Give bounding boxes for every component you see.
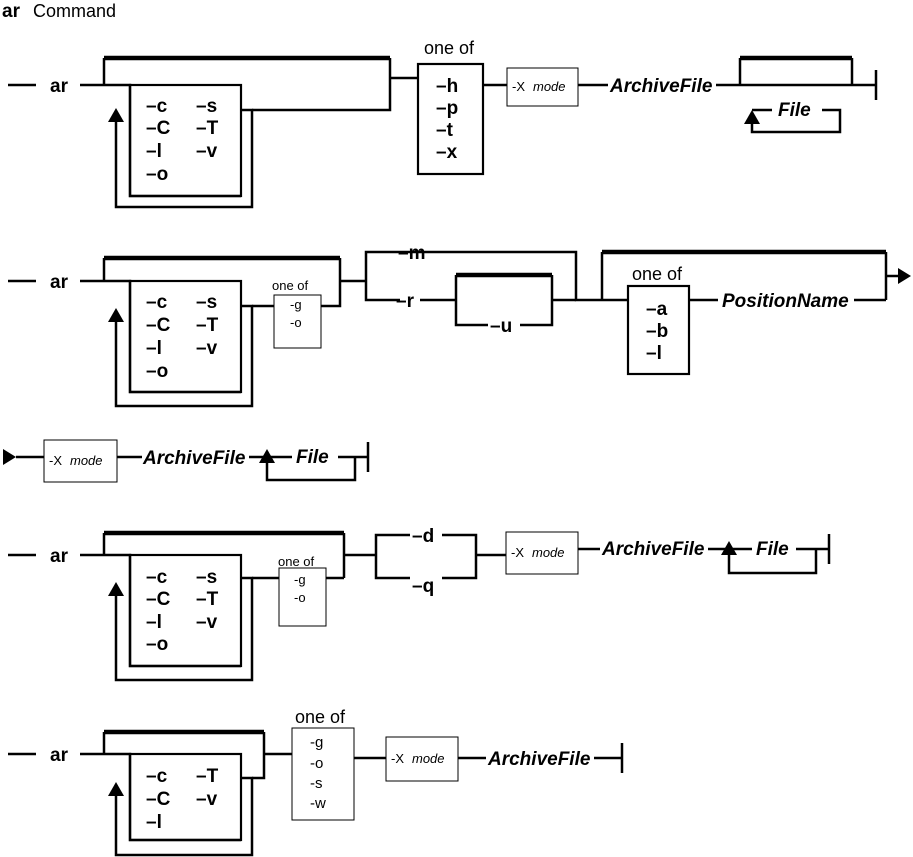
diagram-4-flag-l: –l	[146, 812, 162, 833]
diagram-4-opt-w: -w	[310, 795, 326, 812]
diagram-3-flag-l: –l	[146, 612, 162, 633]
diagram-4-archive-file: ArchiveFile	[487, 749, 591, 770]
diagram-2-flag-u: –u	[490, 316, 512, 337]
diagram-3-x-mode: mode	[532, 545, 565, 560]
diagram-3-one-of-label: one of	[278, 554, 315, 569]
diagram-header: ar Command	[2, 1, 116, 22]
diagram-3-flag-q: –q	[412, 576, 434, 597]
diagram-1-x-mode: mode	[533, 79, 566, 94]
diagram-2-flag-T: –T	[196, 315, 219, 336]
diagram-2-continuation-arrow-icon	[3, 449, 16, 465]
diagram-1-archive-file: ArchiveFile	[609, 76, 713, 97]
header-command-label: Command	[33, 1, 116, 21]
diagram-2c-file-repeat-arrow-icon	[259, 449, 275, 463]
diagram-3-flag-C: –C	[146, 589, 171, 610]
diagram-4-ar-keyword: ar	[50, 745, 69, 766]
diagram-4-opt-g: -g	[310, 734, 323, 751]
diagram-3-repeat-arrow-icon	[108, 582, 124, 596]
diagram-2-flag-v: –v	[196, 338, 218, 359]
diagram-2-position-name: PositionName	[722, 291, 849, 312]
diagram-1-ar-keyword: ar	[50, 76, 69, 97]
diagram-1-one-of-label: one of	[424, 38, 475, 58]
diagram-1-flag-p: –p	[436, 98, 458, 119]
diagram-2-flag-l: –l	[146, 338, 162, 359]
diagram-3-x-flag: -X	[511, 545, 524, 560]
diagram-3-file-repeat-arrow-icon	[721, 541, 737, 555]
diagram-1-repeat-arrow-icon	[108, 108, 124, 122]
diagram-4-opt-s: -s	[310, 775, 323, 792]
diagram-4-flag-c: –c	[146, 766, 168, 787]
diagram-1-flag-s: –s	[196, 96, 217, 117]
diagram-1-flag-t: –t	[436, 120, 454, 141]
diagram-2-flag-a: –a	[646, 299, 668, 320]
diagram-2-one-of-label: one of	[272, 278, 309, 293]
diagram-2-flag-c: –c	[146, 292, 168, 313]
diagram-2-flag-o: –o	[146, 361, 168, 382]
diagram-1-flag-h: –h	[436, 76, 458, 97]
header-command-name: ar	[2, 1, 21, 22]
diagram-1-flag-o: –o	[146, 164, 168, 185]
diagram-4-flag-v: –v	[196, 789, 218, 810]
diagram-1-flag-x: –x	[436, 142, 458, 163]
diagram-3-file: File	[756, 539, 789, 560]
diagram-3-flag-d: –d	[412, 526, 434, 547]
diagram-2-position-one-of-label: one of	[632, 264, 683, 284]
diagram-1-flag-l: –l	[146, 141, 162, 162]
diagram-3-flag-o: –o	[146, 634, 168, 655]
diagram-2-flag-m: –m	[398, 243, 425, 264]
diagram-1-flag-c: –c	[146, 96, 168, 117]
diagram-3-opt-o: -o	[294, 590, 306, 605]
diagram-2-flag-l2: –l	[646, 343, 662, 364]
syntax-diagram-1: ar –c –C –l –o –s –T –v one of –h –p –t …	[8, 38, 878, 209]
diagram-2c-x-flag: -X	[49, 453, 62, 468]
diagram-4-flag-C: –C	[146, 789, 171, 810]
diagram-2-flag-r: –r	[396, 291, 415, 312]
diagram-2c-file: File	[296, 447, 329, 468]
diagram-1-flag-T: –T	[196, 118, 219, 139]
diagram-2-continue-arrow-icon	[898, 268, 911, 284]
diagram-3-flag-s: –s	[196, 567, 217, 588]
diagram-4-one-of-label: one of	[295, 707, 346, 727]
diagram-2c-archive-file: ArchiveFile	[142, 448, 246, 469]
diagram-2-ar-keyword: ar	[50, 272, 69, 293]
diagram-1-x-flag: -X	[512, 79, 525, 94]
diagram-2c-x-mode: mode	[70, 453, 103, 468]
diagram-1-flag-v: –v	[196, 141, 218, 162]
syntax-diagram-4: ar –c –C –l –T –v one of -g -o -s -w -X …	[8, 707, 624, 857]
diagram-3-flag-T: –T	[196, 589, 219, 610]
diagram-2-flag-C: –C	[146, 315, 171, 336]
diagram-2-flag-s: –s	[196, 292, 217, 313]
diagram-3-opt-g: -g	[294, 572, 306, 587]
diagram-4-flag-T: –T	[196, 766, 219, 787]
diagram-2-opt-o: -o	[290, 315, 302, 330]
diagram-3-archive-file: ArchiveFile	[601, 539, 705, 560]
diagram-3-flag-c: –c	[146, 567, 168, 588]
diagram-1-file: File	[778, 100, 811, 121]
diagram-2-flag-b: –b	[646, 321, 668, 342]
syntax-diagram-2: ar –c –C –l –o –s –T –v one of -g -o –m …	[8, 243, 911, 408]
syntax-diagram-3: ar –c –C –l –o –s –T –v one of -g -o –d …	[8, 526, 831, 682]
diagram-4-x-mode: mode	[412, 751, 445, 766]
diagram-2-opt-g: -g	[290, 297, 302, 312]
diagram-4-opt-o: -o	[310, 755, 323, 772]
diagram-1-file-repeat-arrow-icon	[744, 110, 760, 124]
diagram-3-flag-v: –v	[196, 612, 218, 633]
diagram-2-repeat-arrow-icon	[108, 308, 124, 322]
diagram-4-repeat-arrow-icon	[108, 782, 124, 796]
diagram-3-ar-keyword: ar	[50, 546, 69, 567]
diagram-4-x-flag: -X	[391, 751, 404, 766]
syntax-diagram-2-continuation: -X mode ArchiveFile File	[3, 439, 370, 483]
diagram-1-flag-C: –C	[146, 118, 171, 139]
